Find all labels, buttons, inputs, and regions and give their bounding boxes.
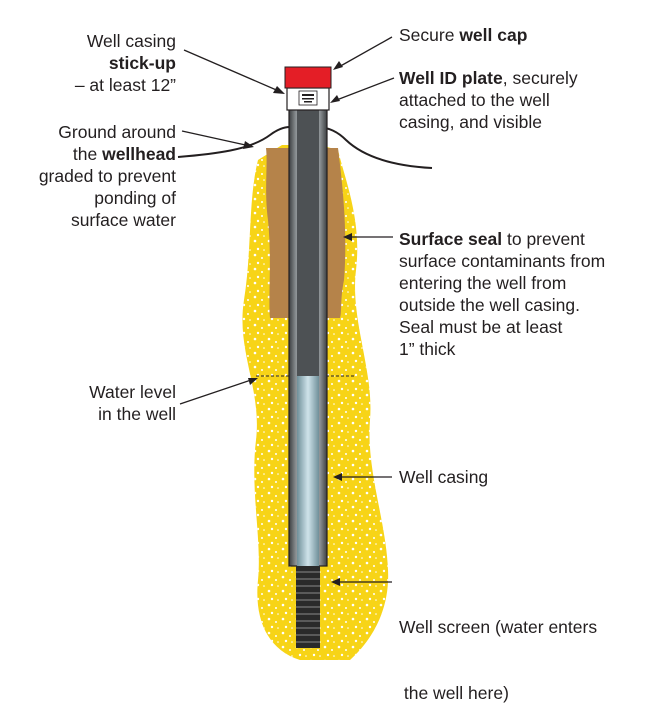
casing-bore xyxy=(297,110,319,376)
arrowhead-cap xyxy=(333,61,343,70)
water-column xyxy=(297,376,319,566)
label-well-screen: Well screen (water enters the well here) xyxy=(399,572,649,726)
well-screen xyxy=(296,566,320,648)
label-stick-up-line1: Well casing xyxy=(86,31,176,51)
label-idplate-line2: attached to the well xyxy=(399,90,550,110)
arrowhead-stickup xyxy=(273,86,285,94)
label-stick-up: Well casing stick-up – at least 12” xyxy=(40,30,176,96)
label-ground-line1: Ground around xyxy=(58,122,176,142)
arrowhead-ground xyxy=(243,141,254,149)
arrowhead-casing xyxy=(333,473,342,481)
label-water-line2: in the well xyxy=(98,404,176,424)
label-well-cap: Secure well cap xyxy=(399,24,639,46)
leader-stickup xyxy=(183,49,282,93)
arrowhead-screen xyxy=(331,578,340,586)
leader-water xyxy=(179,378,255,405)
label-well-casing: Well casing xyxy=(399,466,599,488)
label-seal-line3: entering the well from xyxy=(399,273,567,293)
label-ground-bold: wellhead xyxy=(102,144,176,164)
label-stick-up-bold: stick-up xyxy=(108,53,176,73)
arrowhead-water xyxy=(248,378,258,385)
label-ground-line2-pre: the xyxy=(72,144,103,164)
label-screen-line2: the well here) xyxy=(399,683,509,703)
label-seal-line5: Seal must be at least xyxy=(399,317,563,337)
label-cap-bold: well cap xyxy=(459,25,528,45)
leader-ground xyxy=(181,130,251,147)
label-idplate-bold: Well ID plate xyxy=(399,68,503,88)
label-ground-line3: graded to prevent xyxy=(38,166,176,186)
label-ground: Ground around the wellhead graded to pre… xyxy=(20,121,176,231)
label-seal-line2: surface contaminants from xyxy=(399,251,606,271)
label-id-plate: Well ID plate, securely attached to the … xyxy=(399,67,644,133)
label-water-level: Water level in the well xyxy=(60,381,176,425)
label-cap-pre: Secure xyxy=(399,25,460,45)
label-water-line1: Water level xyxy=(89,382,176,402)
label-seal-rest: to prevent xyxy=(502,229,585,249)
leader-cap xyxy=(336,36,393,69)
label-seal-bold: Surface seal xyxy=(399,229,503,249)
well-cap xyxy=(284,66,332,89)
label-idplate-line3: casing, and visible xyxy=(399,112,542,132)
label-idplate-rest: , securely xyxy=(502,68,578,88)
label-casing-line1: Well casing xyxy=(399,467,489,487)
label-screen-line1: Well screen (water enters xyxy=(399,617,598,637)
well-id-plate xyxy=(286,87,330,111)
label-surface-seal: Surface seal to prevent surface contamin… xyxy=(399,228,649,360)
label-seal-line6: 1” thick xyxy=(399,339,456,359)
leader-idplate xyxy=(333,77,395,102)
well-diagram xyxy=(177,36,433,660)
arrowhead-idplate xyxy=(330,95,340,103)
label-ground-line4: ponding of xyxy=(94,188,176,208)
label-stick-up-line3: – at least 12” xyxy=(74,75,176,95)
label-seal-line4: outside the well casing. xyxy=(399,295,580,315)
label-ground-line5: surface water xyxy=(70,210,176,230)
arrowhead-seal xyxy=(343,233,352,241)
